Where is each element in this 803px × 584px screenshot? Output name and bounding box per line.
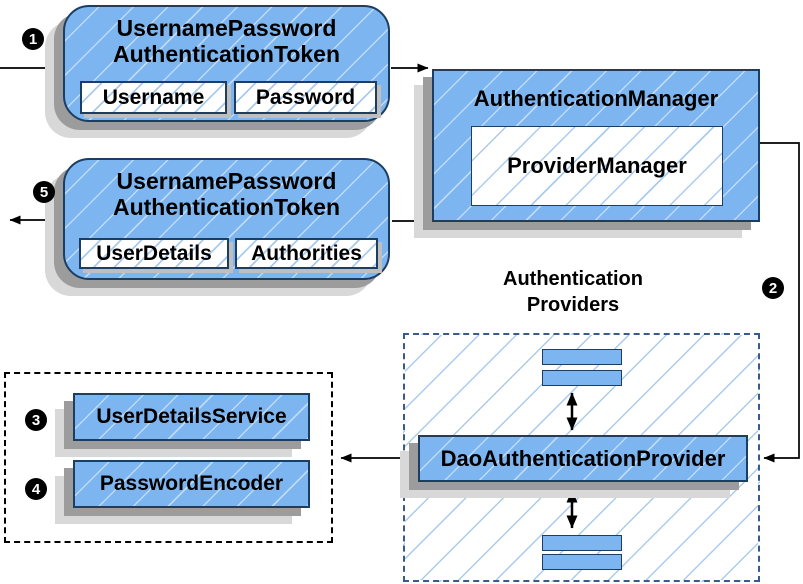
provider-slot-bar	[542, 535, 622, 551]
token-title: UsernamePassword AuthenticationToken	[65, 7, 388, 67]
step-2-badge: 2	[762, 277, 784, 299]
username-password-token-box: UsernamePassword AuthenticationToken Use…	[63, 5, 390, 122]
provider-slot-bar	[542, 370, 622, 386]
user-details-service-box: UserDetailsService	[73, 393, 310, 441]
token-title-line2: AuthenticationToken	[112, 194, 340, 220]
step-4-badge: 4	[25, 478, 47, 500]
authentication-manager-box: AuthenticationManager ProviderManager	[432, 69, 760, 222]
token-title-line1: UsernamePassword	[116, 15, 337, 41]
user-details-field-box: UserDetails	[79, 238, 229, 269]
password-field-box: Password	[234, 81, 377, 114]
username-field-box: Username	[80, 81, 227, 114]
token-title-line2: AuthenticationToken	[112, 41, 340, 67]
dao-authentication-provider-box: DaoAuthenticationProvider	[418, 435, 748, 482]
token-title: UsernamePassword AuthenticationToken	[65, 160, 388, 220]
provider-manager-box: ProviderManager	[471, 126, 723, 206]
step-3-badge: 3	[25, 409, 47, 431]
authentication-providers-label: Authentication Providers	[443, 266, 703, 318]
providers-label-line1: Authentication	[503, 268, 643, 290]
password-encoder-box: PasswordEncoder	[73, 460, 310, 508]
provider-slot-bar	[542, 349, 622, 365]
providers-label-line2: Providers	[526, 294, 620, 316]
provider-slot-bar	[542, 554, 622, 570]
token-title-line1: UsernamePassword	[116, 168, 337, 194]
authorities-field-box: Authorities	[235, 238, 378, 269]
step-1-badge: 1	[22, 28, 44, 50]
arrow-authentication-manager-to-provider	[760, 142, 800, 463]
authenticated-token-box: UsernamePassword AuthenticationToken Use…	[63, 158, 390, 280]
authentication-manager-title: AuthenticationManager	[473, 86, 719, 111]
step-5-badge: 5	[33, 181, 55, 203]
